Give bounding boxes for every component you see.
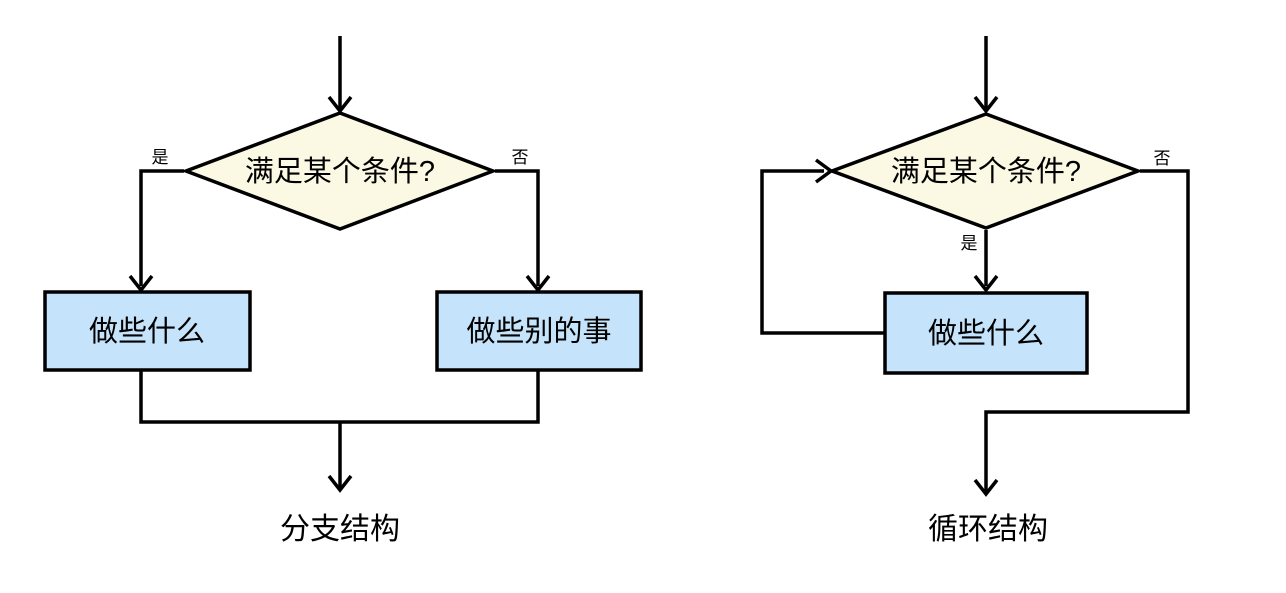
arrowhead-down-icon (973, 95, 999, 114)
branch-no-process-box (435, 290, 643, 372)
arrowhead-down-icon (525, 274, 551, 293)
loop-caption: 循环结构 (928, 513, 1048, 546)
loop-back-connector (760, 169, 885, 335)
arrowhead-down-icon (128, 274, 154, 293)
arrowhead-down-icon (973, 274, 999, 293)
branch-no-process-label: 做些别的事 (466, 315, 611, 348)
loop-exit-connector (984, 169, 1190, 491)
loop-body-process-label: 做些什么 (928, 317, 1044, 350)
loop-yes-label: 是 (961, 234, 978, 253)
loop-flowchart: 满足某个条件? 是 做些什么 否 循环结构 (760, 36, 1190, 546)
branch-no-label: 否 (512, 148, 529, 167)
loop-body-process-box (883, 291, 1089, 375)
branch-merge-connector (139, 370, 540, 424)
branch-decision-diamond (181, 111, 498, 231)
branch-yes-label: 是 (152, 148, 169, 167)
loop-no-label: 否 (1154, 149, 1171, 168)
branch-yes-process-box (43, 290, 252, 372)
arrowhead-down-icon (327, 474, 353, 493)
branch-yes-connector (139, 169, 184, 286)
branch-flowchart: 满足某个条件? 是 做些什么 否 做些别的事 分支结构 (43, 36, 643, 546)
loop-decision-diamond (826, 112, 1143, 230)
arrowhead-down-icon (327, 95, 353, 114)
loop-decision-label: 满足某个条件? (891, 155, 1081, 188)
branch-yes-process-label: 做些什么 (89, 315, 205, 348)
arrowhead-down-icon (973, 478, 999, 497)
branch-no-connector (495, 169, 540, 286)
branch-decision-label: 满足某个条件? (245, 155, 435, 188)
arrowhead-right-icon (814, 158, 834, 184)
branch-caption: 分支结构 (280, 513, 400, 546)
